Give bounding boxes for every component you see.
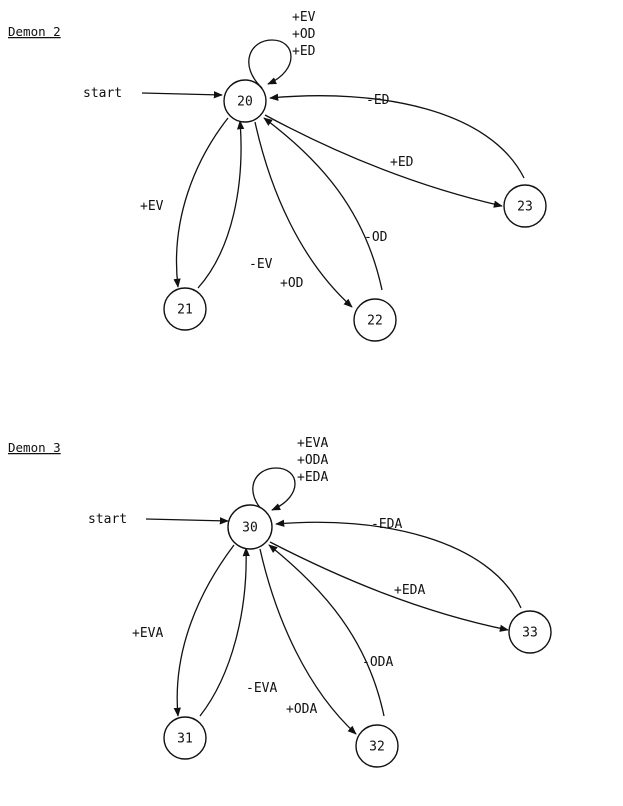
demon-3-diagram: Demon 3 start +EVA +ODA +EDA -EDA +EDA +… — [8, 436, 552, 768]
demon-2-loop-label-1: +EV — [292, 10, 316, 25]
demon-3-loop-label-3: +EDA — [297, 470, 328, 485]
svg-text:31: 31 — [177, 732, 193, 747]
demon-3-loop-label-1: +EVA — [297, 436, 328, 451]
demon-2-start-label: start — [83, 86, 122, 101]
demon-2-edge-23-20-label: -ED — [366, 93, 390, 108]
demon-2-edge-21-20 — [197, 120, 245, 289]
demon-3-edge-30-31 — [173, 544, 235, 717]
svg-text:32: 32 — [369, 740, 385, 755]
demon-2-title: Demon 2 — [8, 24, 61, 39]
svg-text:23: 23 — [517, 200, 533, 215]
demon-3-node-30: 30 — [227, 504, 273, 550]
demon-2-node-21: 21 — [163, 287, 207, 331]
svg-text:20: 20 — [237, 95, 253, 110]
demon-2-edge-20-23-label: +ED — [390, 155, 414, 170]
demon-3-node-33: 33 — [508, 610, 552, 654]
demon-3-edge-32-30 — [268, 544, 385, 717]
demon-2-edge-20-22-label: +OD — [280, 276, 304, 291]
demon-3-edge-31-30 — [199, 547, 250, 717]
demon-3-title: Demon 3 — [8, 440, 61, 455]
demon-3-edge-33-30-label: -EDA — [371, 517, 402, 532]
demon-3-node-32: 32 — [355, 724, 399, 768]
demon-3-edge-30-32 — [259, 548, 357, 735]
svg-text:21: 21 — [177, 303, 193, 318]
demon-3-loop-label-2: +ODA — [297, 453, 328, 468]
demon-2-loop-label-3: +ED — [292, 44, 316, 59]
svg-text:30: 30 — [242, 521, 258, 536]
demon-2-edge-20-21 — [173, 117, 229, 288]
demon-3-edge-33-30 — [275, 519, 522, 609]
demon-2-edge-23-20 — [269, 93, 525, 179]
demon-2-edge-20-23 — [264, 114, 503, 208]
demon-3-edge-30-33-label: +EDA — [394, 583, 425, 598]
svg-text:33: 33 — [522, 626, 538, 641]
demon-2-loop-label-2: +OD — [292, 27, 316, 42]
demon-2-edge-20-22 — [254, 121, 353, 308]
demon-3-edge-31-30-label: -EVA — [246, 681, 277, 696]
demon-2-start-arrow — [141, 91, 223, 99]
demon-2-edge-21-20-label: -EV — [249, 257, 273, 272]
demon-3-self-loop — [252, 467, 296, 515]
demon-3-edge-30-33 — [269, 541, 509, 632]
demon-2-edge-20-21-label: +EV — [140, 199, 164, 214]
demon-2-edge-22-20-label: -OD — [364, 230, 388, 245]
demon-3-start-label: start — [88, 512, 127, 527]
demon-3-edge-30-32-label: +ODA — [286, 702, 317, 717]
demon-3-edge-30-31-label: +EVA — [132, 626, 163, 641]
demon-3-start-arrow — [145, 517, 229, 525]
demon-2-node-23: 23 — [503, 184, 547, 228]
demon-2-self-loop — [248, 39, 292, 89]
demon-2-node-22: 22 — [353, 298, 397, 342]
demon-2-node-20: 20 — [223, 79, 267, 123]
svg-text:22: 22 — [367, 314, 383, 329]
demon-2-diagram: Demon 2 start +EV +OD +ED -ED +ED +EV -E… — [8, 10, 547, 342]
demon-3-edge-32-30-label: -ODA — [362, 655, 393, 670]
demon-2-edge-22-20 — [263, 117, 383, 291]
demon-3-node-31: 31 — [163, 716, 207, 760]
